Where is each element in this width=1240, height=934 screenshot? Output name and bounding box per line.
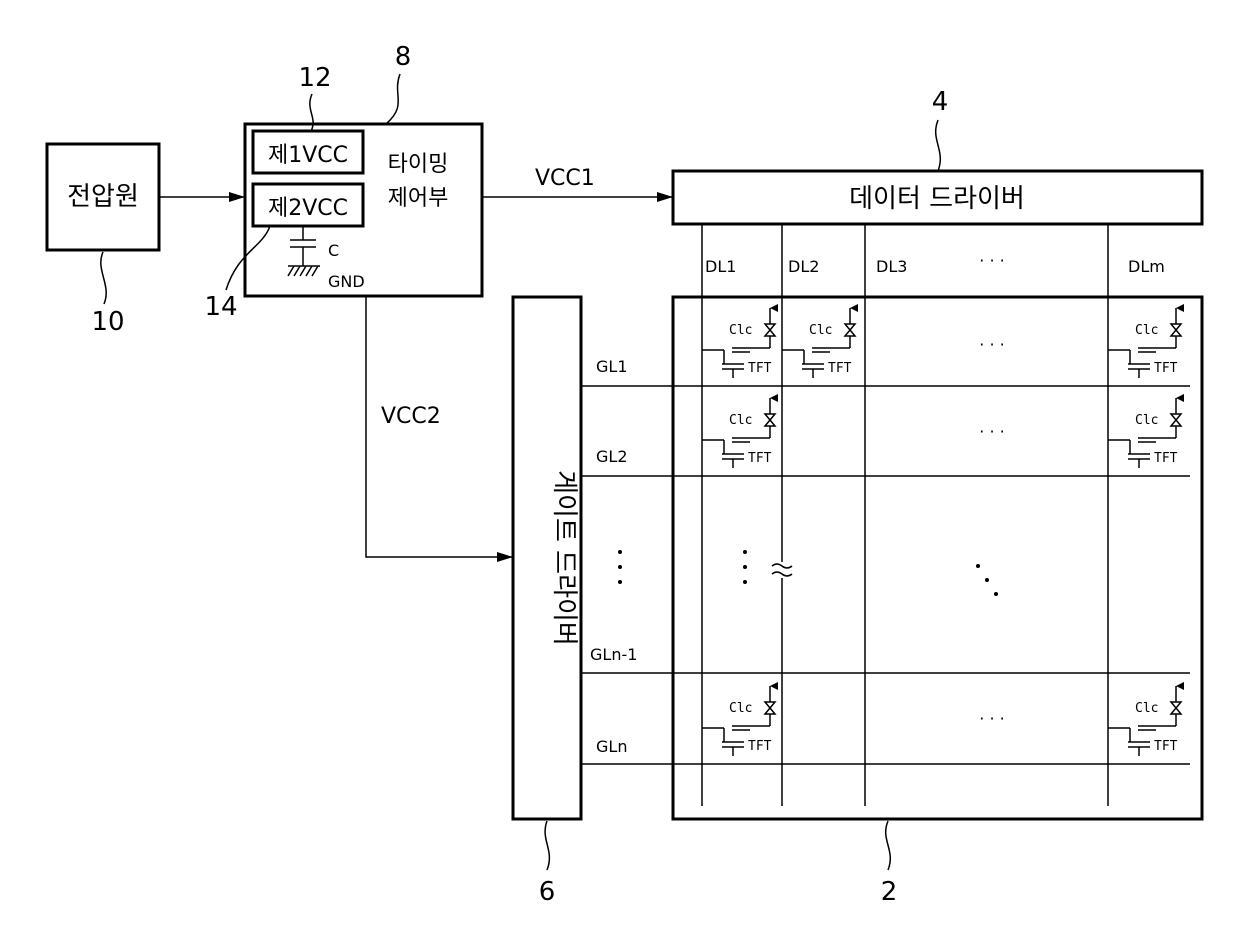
clc-label-n-1: Clc	[729, 701, 752, 716]
line-break-symbol	[772, 564, 792, 576]
tft-label-n-1: TFT	[748, 739, 772, 754]
gate-driver-label: 게이트 드라이버	[549, 470, 579, 646]
tft-label-1-1: TFT	[748, 361, 772, 376]
row-ellipsis-n: · · ·	[979, 709, 1004, 728]
gate-driver-leader	[545, 821, 549, 870]
tft-label-2-1: TFT	[748, 451, 772, 466]
vertical-ellipsis-cells	[743, 550, 747, 584]
timing-controller-ref: 8	[395, 42, 412, 72]
gate-line-label-n: GLn	[596, 737, 627, 756]
vcc2-label: VCC2	[381, 404, 441, 429]
first-vcc-label: 제1VCC	[268, 143, 348, 168]
gate-line-label-1: GL1	[596, 357, 628, 376]
second-vcc-leader	[226, 226, 270, 290]
data-line-label-m: DLm	[1128, 257, 1165, 276]
data-driver-ref: 4	[932, 87, 949, 117]
gate-line-label-n-1: GLn-1	[590, 645, 637, 664]
tft-label-n-m: TFT	[1154, 739, 1178, 754]
second-vcc-ref: 14	[204, 292, 237, 322]
panel-ref: 2	[881, 877, 898, 907]
voltage-source-ref: 10	[91, 307, 124, 337]
data-driver-leader	[936, 120, 941, 171]
first-vcc-ref: 12	[298, 63, 331, 93]
vertical-ellipsis-gate	[618, 550, 622, 584]
row-ellipsis-1: · · ·	[979, 335, 1004, 354]
data-line-label-1: DL1	[705, 257, 736, 276]
clc-label-2-1: Clc	[729, 413, 752, 428]
timing-controller-leader	[386, 74, 400, 124]
row-ellipsis-2: · · ·	[979, 422, 1004, 441]
diagonal-ellipsis	[976, 564, 998, 596]
capacitor-label: C	[328, 241, 339, 260]
capacitor-symbol	[288, 226, 320, 276]
data-line-ellipsis: · · ·	[979, 251, 1004, 270]
timing-controller-label-2: 제어부	[388, 186, 449, 211]
second-vcc-label: 제2VCC	[268, 196, 348, 221]
clc-label-1-m: Clc	[1135, 323, 1158, 338]
tft-label-1-m: TFT	[1154, 361, 1178, 376]
data-driver-label: 데이터 드라이버	[849, 184, 1025, 214]
clc-label-2-m: Clc	[1135, 413, 1158, 428]
voltage-source-leader	[101, 252, 106, 304]
clc-label-n-m: Clc	[1135, 701, 1158, 716]
ground-label: GND	[328, 272, 365, 291]
tft-label-2-m: TFT	[1154, 451, 1178, 466]
tft-label-1-2: TFT	[828, 361, 852, 376]
data-lines	[702, 224, 1108, 806]
timing-controller-label-1: 타이밍	[388, 152, 449, 177]
data-line-label-3: DL3	[876, 257, 907, 276]
voltage-source-label: 전압원	[67, 182, 139, 212]
data-line-label-2: DL2	[788, 257, 819, 276]
clc-label-1-1: Clc	[729, 323, 752, 338]
gate-driver-ref: 6	[539, 877, 556, 907]
vcc1-label: VCC1	[535, 166, 595, 191]
clc-label-1-2: Clc	[809, 323, 832, 338]
gate-line-label-2: GL2	[596, 447, 628, 466]
panel-leader	[886, 821, 891, 870]
